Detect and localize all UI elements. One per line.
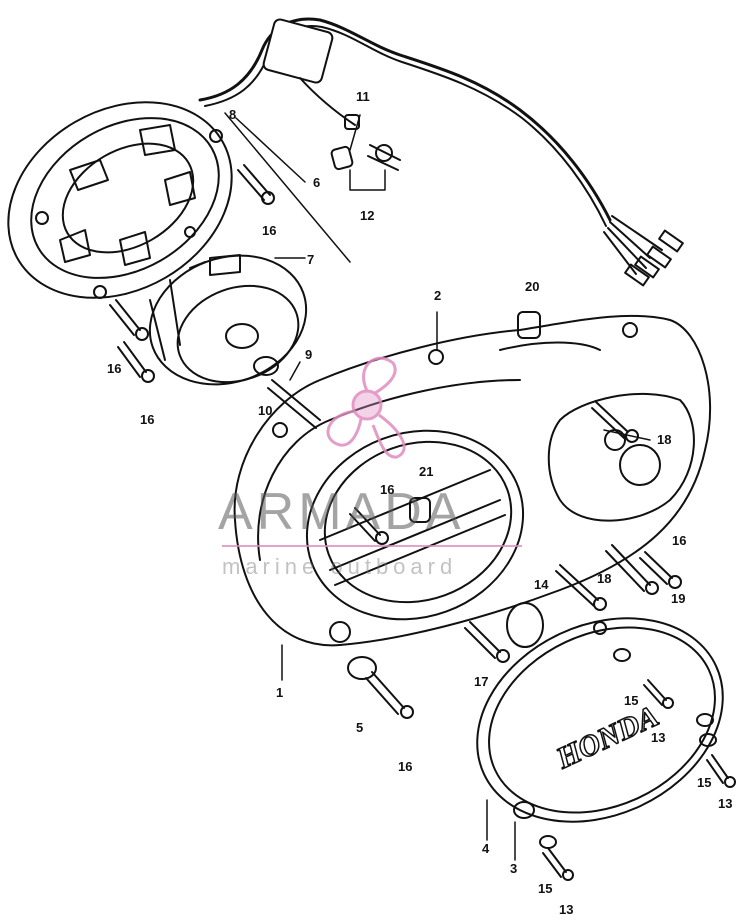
callout-15c: 15 <box>538 881 553 896</box>
callout-15a: 15 <box>624 693 639 708</box>
callout-18b: 18 <box>597 571 612 586</box>
callout-15b: 15 <box>697 775 712 790</box>
callout-11: 11 <box>356 89 370 104</box>
callout-14: 14 <box>534 577 549 592</box>
side-cover <box>476 617 724 823</box>
callout-16b: 16 <box>107 361 122 376</box>
callout-10: 10 <box>258 403 273 418</box>
screws-13 <box>539 679 736 881</box>
callout-18a: 18 <box>657 432 672 447</box>
callout-9: 9 <box>305 347 313 362</box>
callout-20: 20 <box>525 279 540 294</box>
watermark-rule <box>222 545 522 547</box>
leader-lines-upper <box>224 112 386 381</box>
callout-16c: 16 <box>140 412 155 427</box>
callout-2: 2 <box>434 288 442 303</box>
callout-3: 3 <box>510 861 518 876</box>
stator-plate <box>7 101 233 299</box>
callout-4: 4 <box>482 841 490 856</box>
callout-13c: 13 <box>559 902 574 917</box>
callout-6: 6 <box>313 175 321 190</box>
callout-1: 1 <box>276 685 284 700</box>
cover-lettering: HONDA <box>551 700 664 776</box>
callout-16e: 16 <box>398 759 413 774</box>
crankcase-cover <box>233 314 712 647</box>
washer-5-bolt <box>347 656 414 719</box>
wire-harness <box>198 17 684 287</box>
callout-19: 19 <box>671 591 686 606</box>
watermark-name: ARMADA <box>218 483 465 541</box>
callout-8: 8 <box>229 107 237 122</box>
bolts-16-upper <box>109 164 275 383</box>
callout-7: 7 <box>307 252 315 267</box>
leader-lines-lower <box>281 311 651 861</box>
dowel-20 <box>517 311 541 339</box>
dowel-21 <box>409 497 431 523</box>
bushing-14 <box>506 602 544 648</box>
callout-12: 12 <box>360 208 375 223</box>
watermark-tagline: marine outboard <box>222 554 458 579</box>
watermark-logo <box>326 356 406 459</box>
callout-17: 17 <box>474 674 489 689</box>
washer-10 <box>253 356 279 376</box>
callout-16f: 16 <box>672 533 687 548</box>
callout-13a: 13 <box>651 730 666 745</box>
rotor <box>148 254 308 386</box>
callout-5: 5 <box>356 720 364 735</box>
callout-16a: 16 <box>262 223 277 238</box>
terminal-parts <box>330 114 401 171</box>
callout-21: 21 <box>419 464 434 479</box>
callout-13b: 13 <box>718 796 733 811</box>
callout-16d: 16 <box>380 482 395 497</box>
bolts-mid <box>267 379 682 663</box>
